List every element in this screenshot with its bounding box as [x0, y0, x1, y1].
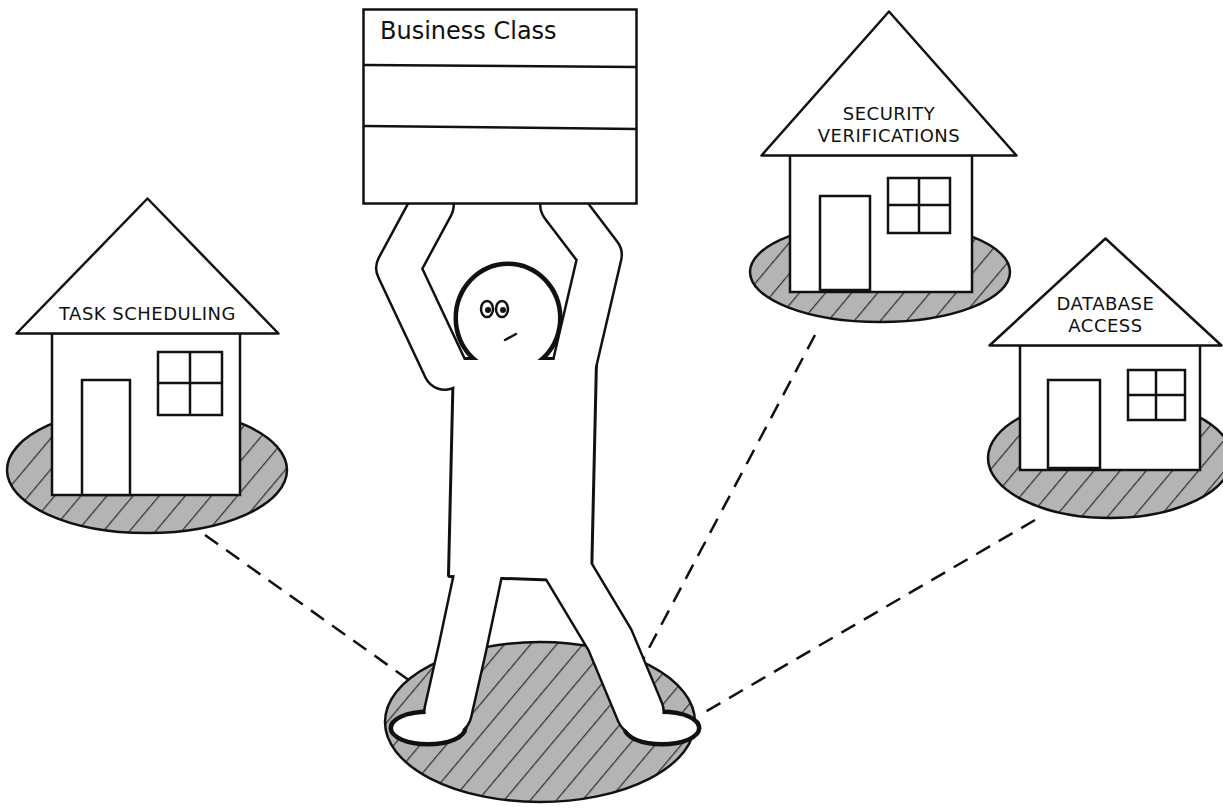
person-pupil: [500, 307, 506, 313]
person-torso: [450, 360, 595, 580]
dashed-leader: [640, 335, 815, 665]
class-box: Business Class: [362, 8, 638, 205]
house-body: [790, 155, 972, 292]
dashed-leader: [700, 520, 1035, 715]
house-door: [1048, 380, 1100, 468]
window-bar: [1128, 394, 1185, 397]
person-arm: [398, 205, 445, 368]
house-window: [158, 352, 222, 415]
person-head: [458, 266, 558, 370]
person-torso: [450, 360, 595, 580]
house-body: [52, 333, 240, 495]
house-door: [82, 380, 130, 495]
person-mouth: [505, 334, 516, 340]
class-compartment-line: [364, 126, 637, 129]
house-door: [820, 196, 870, 290]
dashed-leader: [205, 335, 1035, 715]
window-bar: [888, 204, 950, 207]
person-eye: [481, 301, 493, 317]
house-window: [1128, 370, 1185, 420]
house-roof: DATABASE ACCESS: [988, 237, 1223, 347]
house-label: SECURITY VERIFICATIONS: [794, 103, 984, 147]
roof-outline: [762, 12, 1017, 156]
person-leg: [448, 565, 480, 712]
house-label: TASK SCHEDULING: [59, 303, 236, 325]
house-roof: SECURITY VERIFICATIONS: [760, 10, 1018, 157]
class-name: Business Class: [380, 16, 620, 46]
house-body: [1020, 345, 1200, 470]
person-leg: [448, 565, 480, 712]
roof-outline: [990, 239, 1222, 346]
class-compartment-line: [364, 65, 637, 67]
person-arm: [562, 205, 600, 362]
person-foot: [627, 714, 697, 742]
house-label: DATABASE ACCESS: [1022, 293, 1189, 337]
house-roof: TASK SCHEDULING: [15, 197, 280, 335]
class-box-outline: [364, 10, 637, 204]
roof-outline: [17, 199, 279, 334]
dashed-leader: [205, 535, 420, 688]
person-arm: [562, 205, 600, 362]
person-leg: [565, 565, 640, 712]
person-eye: [496, 301, 508, 317]
person-leg: [565, 565, 640, 712]
person-arm: [398, 205, 445, 368]
house-window: [888, 178, 950, 233]
person-foot: [393, 714, 463, 742]
person-head: [455, 263, 561, 373]
person-pupil: [485, 307, 491, 313]
person-figure: [390, 205, 700, 745]
window-bar: [158, 382, 222, 385]
